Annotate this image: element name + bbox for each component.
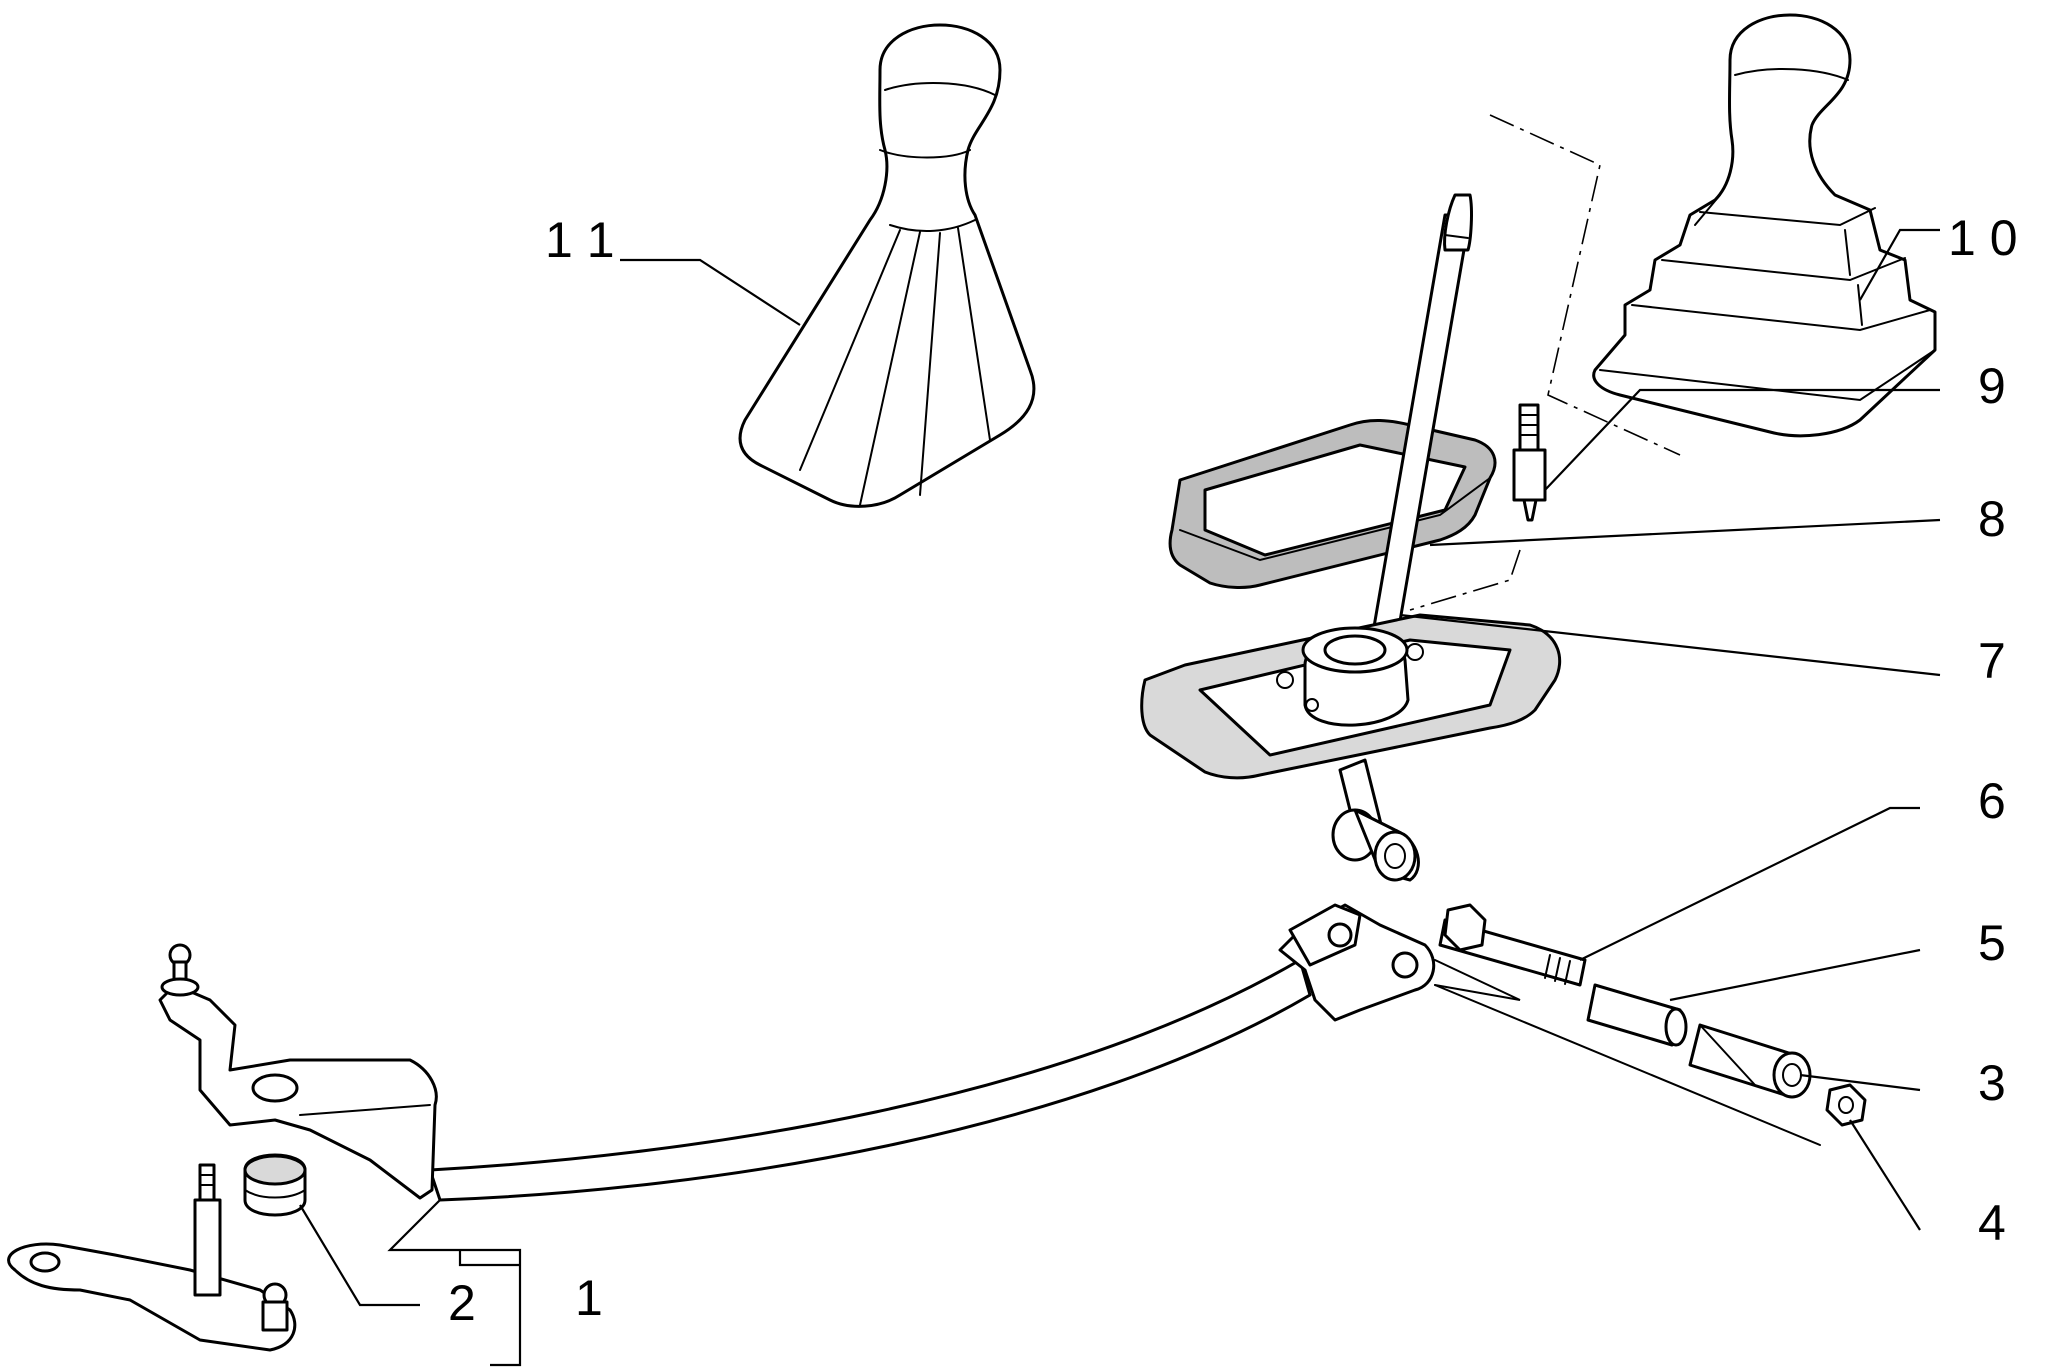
gear-knob-rubber-boot	[1592, 13, 1937, 438]
callout-9: 9	[1978, 358, 2006, 414]
assembly-line	[1489, 114, 1681, 456]
callout-1: 1	[575, 1270, 603, 1326]
bolt-bush-nut-set	[1434, 903, 1867, 1146]
callout-5: 5	[1978, 915, 2006, 971]
lever-base-plate	[1140, 613, 1562, 882]
callout-7: 7	[1978, 633, 2006, 689]
callout-6: 6	[1978, 773, 2006, 829]
callout-3: 3	[1978, 1055, 2006, 1111]
foam-seal-frame	[1168, 419, 1497, 589]
stud-and-link-plate	[7, 1163, 297, 1352]
callout-2: 2	[448, 1275, 476, 1331]
callout-11: 1 1	[545, 212, 615, 268]
assembly-line-lower	[1409, 549, 1521, 611]
rubber-cap	[243, 1153, 307, 1217]
leader-lines	[299, 228, 1941, 1367]
gear-knob-leather-boot	[738, 23, 1036, 508]
callout-4: 4	[1978, 1195, 2006, 1251]
callout-10: 1 0	[1948, 210, 2018, 266]
callout-8: 8	[1978, 491, 2006, 547]
stud-bolt	[1512, 403, 1547, 522]
selector-rod-assembly	[158, 903, 1436, 1202]
